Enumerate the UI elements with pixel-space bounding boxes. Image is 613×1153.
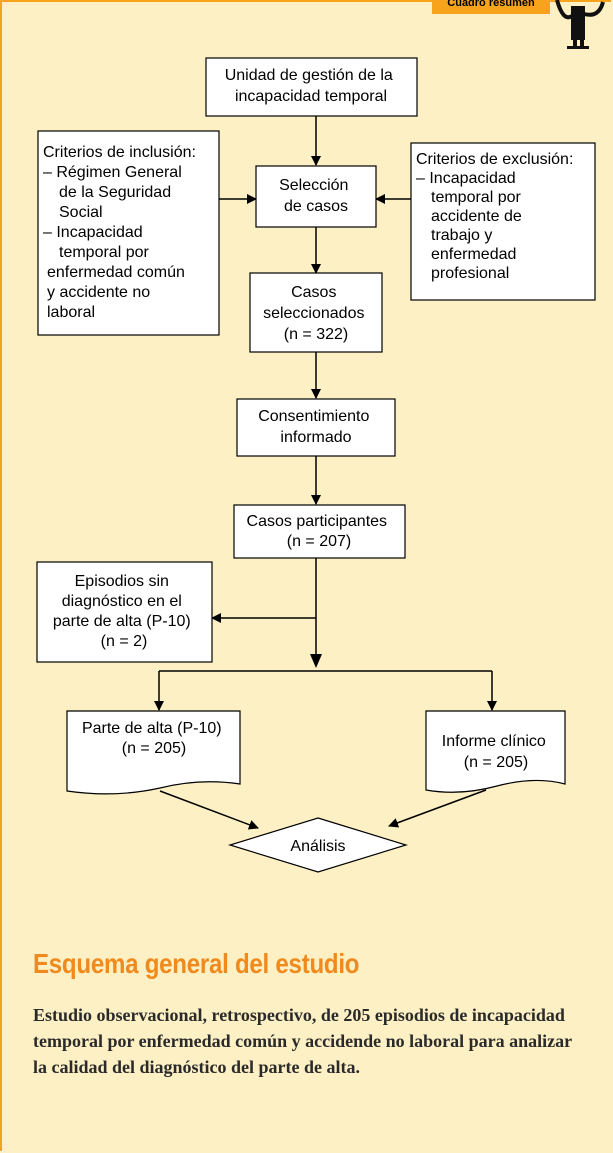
figure-icon (555, 0, 605, 49)
text-informe-clinico: Informe clínico (n = 205) (442, 733, 551, 771)
summary-badge: Cuadro resumen (432, 0, 550, 14)
box-casos-participantes (233, 504, 406, 559)
flowchart: Unidad de gestión de la incapacidad temp… (36, 57, 596, 873)
diamond-analisis (227, 817, 409, 873)
text-casos-participantes: Casos participantes (n = 207) (247, 513, 392, 550)
arrow-informe-to-analisis (388, 789, 487, 828)
text-criterios-exclusion: Criterios de exclusión: – Incapacidad te… (416, 151, 578, 282)
box-unidad-gestion (205, 57, 418, 117)
study-summary: Estudio observacional, retrospectivo, de… (33, 1005, 572, 1077)
box-casos-seleccionados (249, 272, 383, 353)
text-criterios-inclusion: Criterios de inclusión: – Régimen Genera… (43, 144, 200, 321)
text-casos-seleccionados: Casos seleccionados (n = 322) (263, 284, 369, 343)
arrow-participantes-to-split (310, 654, 322, 668)
text-episodios-sin-diagnostico: Episodios sin diagnóstico en el parte de… (53, 573, 195, 650)
doc-parte-de-alta (66, 710, 241, 795)
text-consentimiento: Consentimiento informado (258, 408, 374, 446)
box-episodios-sin-diagnostico (36, 561, 213, 663)
section-title: Esquema general del estudio (33, 948, 360, 979)
box-seleccion-casos (255, 165, 377, 228)
box-criterios-inclusion (37, 130, 220, 336)
text-analisis: Análisis (290, 838, 345, 855)
arrow-parte-alta-to-analisis (159, 790, 259, 830)
doc-informe-clinico (425, 710, 566, 793)
box-consentimiento (236, 398, 396, 457)
connectors (154, 116, 497, 830)
text-parte-de-alta: Parte de alta (P-10) (n = 205) (82, 720, 226, 757)
text-seleccion-casos: Selección de casos (279, 177, 353, 215)
box-criterios-exclusion (410, 142, 596, 301)
text-unidad-gestion: Unidad de gestión de la incapacidad temp… (225, 67, 398, 105)
